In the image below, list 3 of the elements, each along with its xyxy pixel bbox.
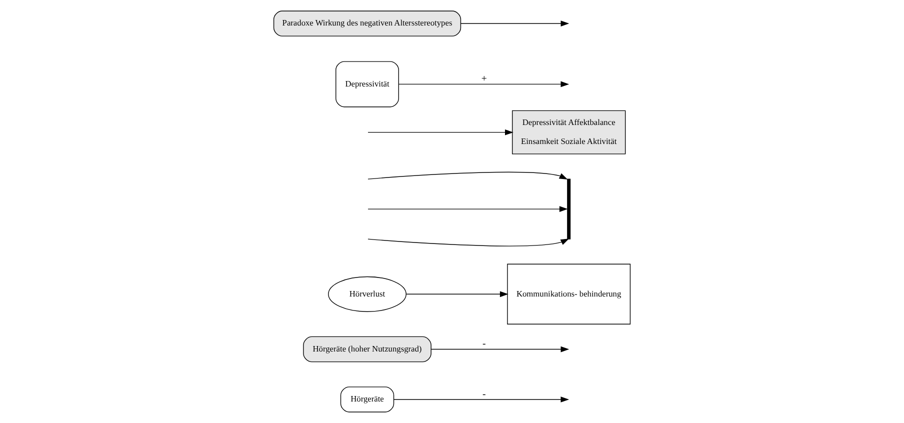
edge-label: - xyxy=(482,338,486,350)
edge-label: + xyxy=(481,74,487,85)
edge-label: - xyxy=(482,388,486,400)
